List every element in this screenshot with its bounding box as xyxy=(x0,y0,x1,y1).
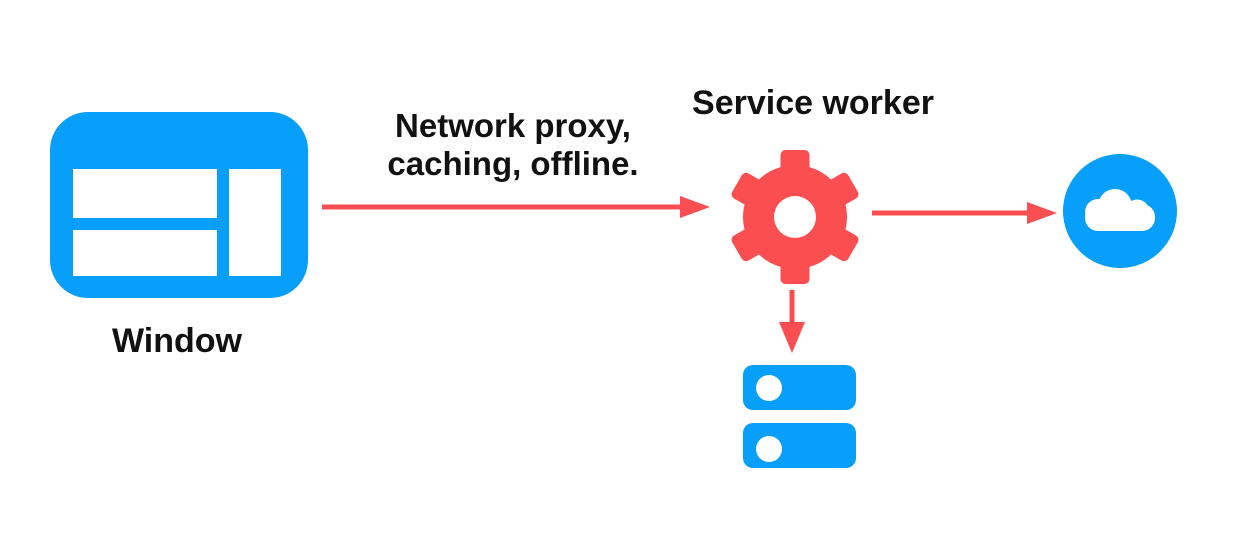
browser-window-icon xyxy=(50,112,308,298)
edge-label-line-1: Network proxy, xyxy=(395,107,631,144)
window-node-label: Window xyxy=(112,322,242,360)
database-icon xyxy=(743,365,856,468)
edge-label-line-2: caching, offline. xyxy=(387,145,639,182)
arrow-window-to-service-worker xyxy=(322,196,710,218)
network-proxy-edge-label: Network proxy, caching, offline. xyxy=(387,107,638,183)
service-worker-node-label: Service worker xyxy=(692,84,934,122)
gear-icon xyxy=(731,150,859,284)
arrow-service-worker-to-database xyxy=(779,290,805,353)
cloud-icon xyxy=(1063,154,1177,268)
arrow-service-worker-to-cloud xyxy=(872,202,1057,224)
